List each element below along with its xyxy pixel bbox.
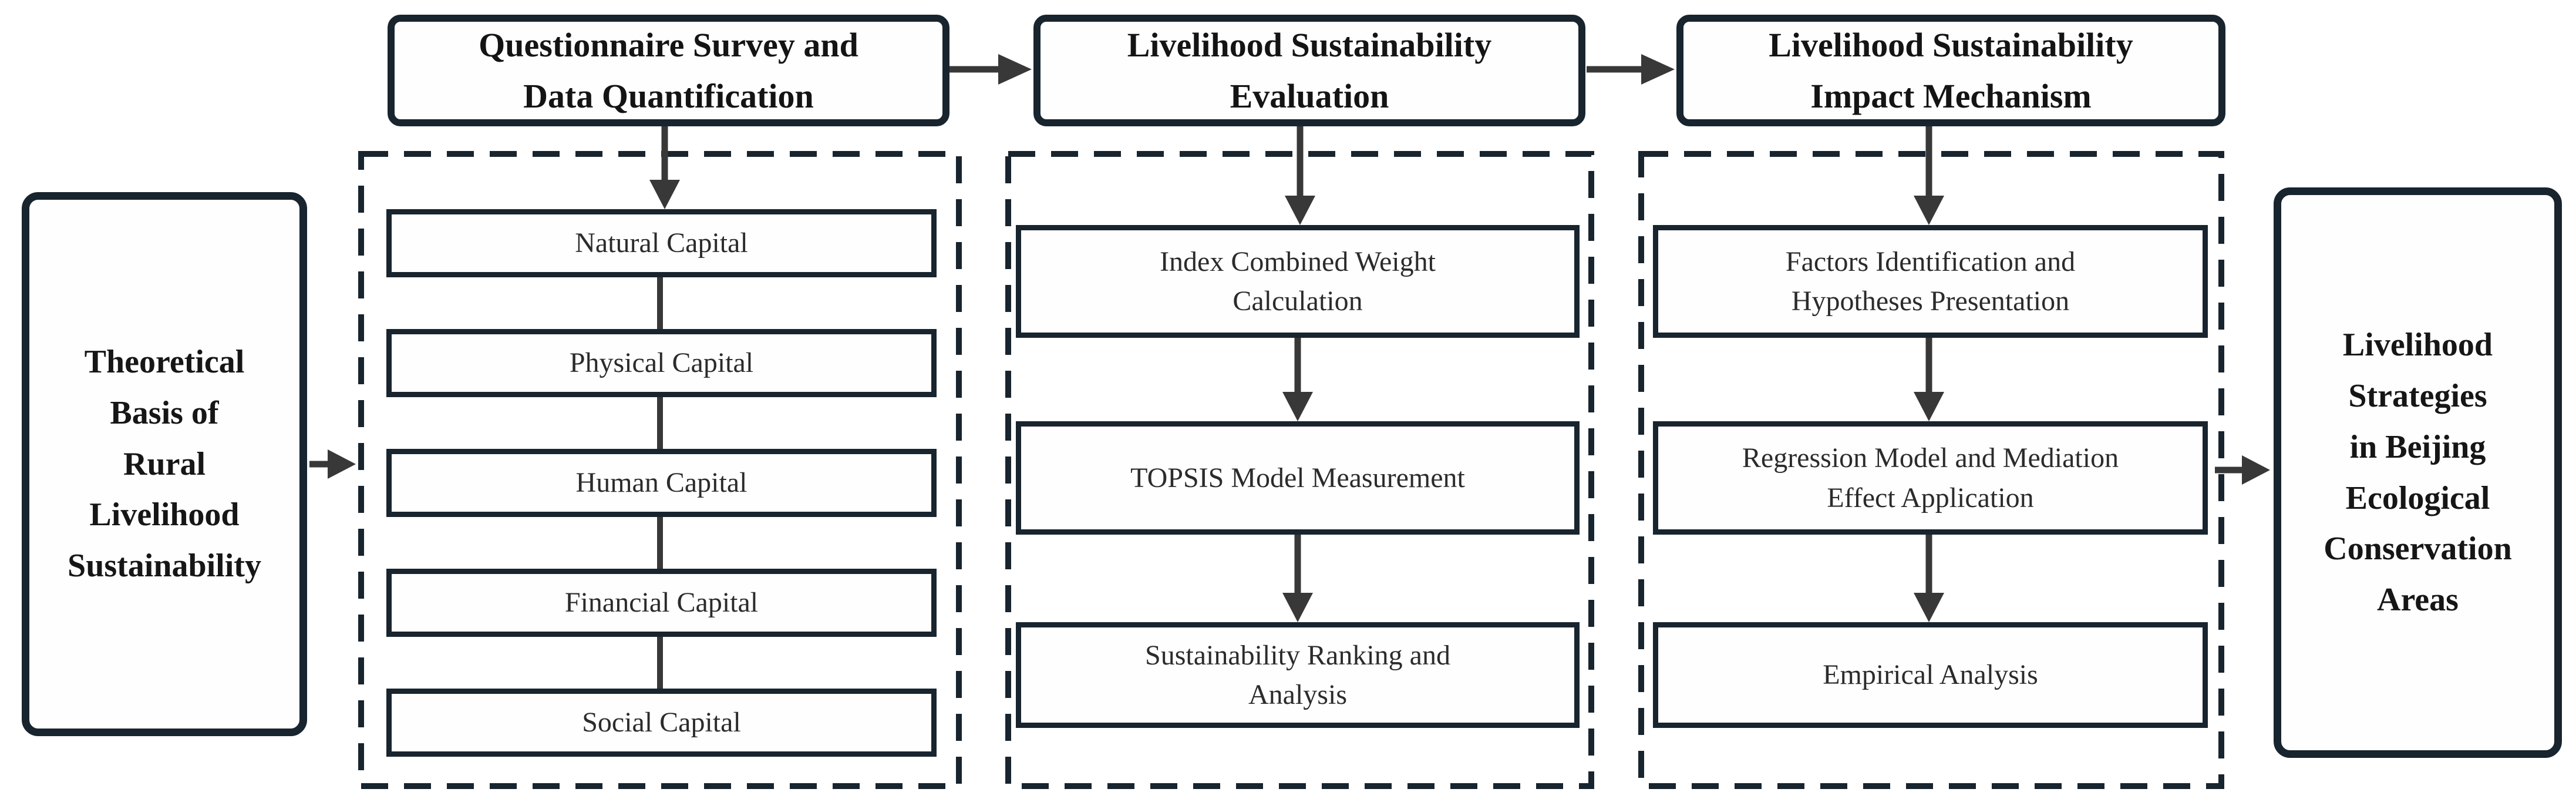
- step-index-combined-weight: Index Combined Weight Calculation: [1016, 225, 1580, 338]
- header-questionnaire-survey: Questionnaire Survey and Data Quantifica…: [388, 15, 949, 126]
- arrow-header1-down: [649, 126, 680, 209]
- arrow-header2-to-header3: [1587, 54, 1675, 85]
- left-panel-theoretical-basis: Theoretical Basis of Rural Livelihood Su…: [22, 192, 307, 736]
- step-empirical-analysis: Empirical Analysis: [1653, 622, 2208, 728]
- arrow-leftpanel-to-capitals: [309, 449, 356, 479]
- step-factors-identification: Factors Identification and Hypotheses Pr…: [1653, 225, 2208, 338]
- capital-natural: Natural Capital: [386, 209, 937, 277]
- mechanism-dashed-container: [1638, 151, 2224, 789]
- arrow-header1-to-header2: [949, 54, 1032, 85]
- header-sustainability-evaluation: Livelihood Sustainability Evaluation: [1033, 15, 1585, 126]
- step-regression-mediation: Regression Model and Mediation Effect Ap…: [1653, 421, 2208, 535]
- arrow-mechanism-step1-2: [1914, 338, 1944, 421]
- capital-physical: Physical Capital: [386, 329, 937, 397]
- arrow-header2-down: [1285, 126, 1315, 225]
- arrow-evaluation-step2-3: [1282, 535, 1313, 622]
- arrow-header3-down: [1914, 126, 1944, 225]
- arrow-mechanism-step2-3: [1914, 535, 1944, 622]
- capital-social: Social Capital: [386, 689, 937, 757]
- evaluation-dashed-container: [1005, 151, 1594, 789]
- arrow-mechanism-to-rightpanel: [2215, 455, 2270, 485]
- arrow-evaluation-step1-2: [1282, 338, 1313, 421]
- capitals-dashed-container: [358, 151, 962, 789]
- capital-human: Human Capital: [386, 449, 937, 517]
- right-panel-livelihood-strategies: Livelihood Strategies in Beijing Ecologi…: [2274, 187, 2562, 758]
- step-sustainability-ranking: Sustainability Ranking and Analysis: [1016, 622, 1580, 728]
- step-topsis-model: TOPSIS Model Measurement: [1016, 421, 1580, 535]
- capital-financial: Financial Capital: [386, 569, 937, 637]
- header-impact-mechanism: Livelihood Sustainability Impact Mechani…: [1676, 15, 2225, 126]
